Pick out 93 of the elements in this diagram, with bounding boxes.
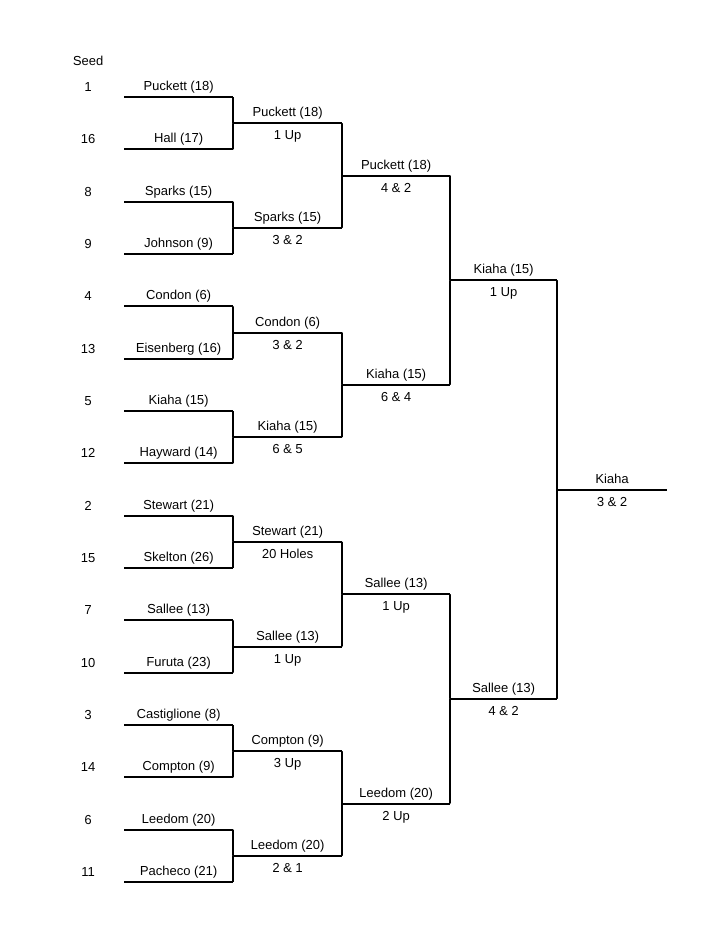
- seed-number: 7: [83, 602, 93, 618]
- match-result: 20 Holes: [260, 546, 314, 562]
- player-name: Leedom (20): [358, 784, 434, 800]
- bracket-line: [232, 202, 234, 229]
- bracket-line: [341, 542, 343, 596]
- bracket-line: [341, 123, 343, 176]
- bracket-line: [232, 332, 234, 359]
- player-name: Stewart (21): [251, 522, 324, 539]
- player-name: Hayward (14): [138, 444, 219, 460]
- bracket-line: [341, 751, 343, 804]
- player-name: Sallee (13): [146, 601, 211, 618]
- player-name: Pacheco (21): [138, 863, 218, 879]
- match-result: 1 Up: [381, 598, 411, 614]
- player-name: Kiaha: [594, 470, 630, 486]
- bracket-line: [232, 516, 234, 543]
- bracket-line: [232, 750, 234, 778]
- player-name: Johnson (9): [143, 235, 214, 251]
- seed-number: 4: [83, 288, 93, 304]
- bracket-line: [449, 176, 451, 282]
- seed-number: 16: [80, 131, 96, 148]
- player-name: Kiaha (15): [472, 261, 534, 278]
- bracket-line: [556, 280, 558, 490]
- player-name: Kiaha (15): [256, 418, 318, 434]
- player-name: Condon (6): [254, 314, 322, 330]
- bracket-line: [232, 306, 234, 334]
- seed-number: 15: [80, 550, 96, 566]
- match-result: 3 & 2: [271, 232, 304, 248]
- match-result: 2 Up: [381, 808, 411, 824]
- bracket-line: [341, 384, 343, 438]
- player-name: Leedom (20): [250, 836, 326, 853]
- player-name: Sallee (13): [364, 575, 428, 592]
- bracket-line: [341, 332, 343, 386]
- seed-number: 11: [80, 864, 96, 880]
- bracket-line: [232, 97, 234, 124]
- seed-number: 3: [83, 707, 93, 723]
- bracket-line: [341, 593, 343, 646]
- bracket-line: [341, 802, 343, 856]
- match-result: 1 Up: [272, 127, 302, 144]
- player-name: Sallee (13): [255, 628, 320, 644]
- bracket-line: [232, 436, 234, 464]
- bracket-line: [232, 540, 234, 568]
- match-result: 4 & 2: [380, 180, 412, 196]
- bracket-line: [556, 488, 558, 699]
- seed-number: 8: [83, 184, 93, 200]
- seed-number: 9: [83, 236, 93, 252]
- player-name: Kiaha (15): [365, 366, 427, 382]
- match-result: 6 & 4: [380, 388, 412, 405]
- player-name: Puckett (18): [251, 104, 324, 120]
- player-name: Hall (17): [152, 130, 204, 146]
- bracket-line: [232, 226, 234, 254]
- player-name: Condon (6): [144, 287, 212, 304]
- match-result: 3 & 2: [596, 494, 628, 510]
- bracket-line: [232, 620, 234, 648]
- player-name: Kiaha (15): [148, 392, 210, 408]
- seed-number: 1: [83, 79, 93, 95]
- player-name: Furuta (23): [145, 654, 212, 670]
- bracket-line: [232, 725, 234, 752]
- bracket-line: [449, 698, 451, 804]
- match-result: 3 Up: [272, 755, 302, 772]
- player-name: Sparks (15): [144, 182, 214, 199]
- seed-number: 14: [80, 759, 96, 776]
- bracket-line: [341, 174, 343, 228]
- player-name: Leedom (20): [140, 810, 216, 827]
- player-name: Compton (9): [141, 758, 216, 774]
- player-name: Castiglione (8): [136, 706, 222, 722]
- match-result: 1 Up: [488, 284, 518, 300]
- player-name: Sparks (15): [252, 208, 322, 225]
- player-name: Eisenberg (16): [134, 340, 222, 356]
- player-name: Puckett (18): [142, 78, 215, 94]
- bracket-line: [449, 594, 451, 700]
- bracket-line: [232, 830, 234, 857]
- match-result: 6 & 5: [271, 441, 304, 458]
- seed-number: 6: [83, 812, 93, 828]
- match-result: 1 Up: [272, 650, 302, 666]
- seed-number: 12: [80, 445, 96, 462]
- bracket-line: [232, 854, 234, 882]
- player-name: Skelton (26): [142, 549, 215, 565]
- player-name: Sallee (13): [471, 680, 536, 696]
- match-result: 4 & 2: [487, 702, 520, 719]
- player-name: Stewart (21): [142, 496, 215, 513]
- bracket-line: [232, 646, 234, 673]
- bracket-line: [449, 279, 451, 385]
- seed-number: 2: [83, 498, 93, 514]
- bracket-line: [232, 411, 234, 438]
- bracket-line: [232, 122, 234, 150]
- seed-number: 5: [83, 393, 93, 409]
- match-result: 2 & 1: [271, 860, 304, 876]
- column-heading: Seed: [72, 53, 104, 69]
- match-result: 3 & 2: [271, 336, 304, 352]
- seed-number: 13: [80, 340, 96, 357]
- player-name: Puckett (18): [360, 156, 432, 172]
- player-name: Compton (9): [250, 732, 325, 748]
- seed-number: 10: [80, 654, 96, 671]
